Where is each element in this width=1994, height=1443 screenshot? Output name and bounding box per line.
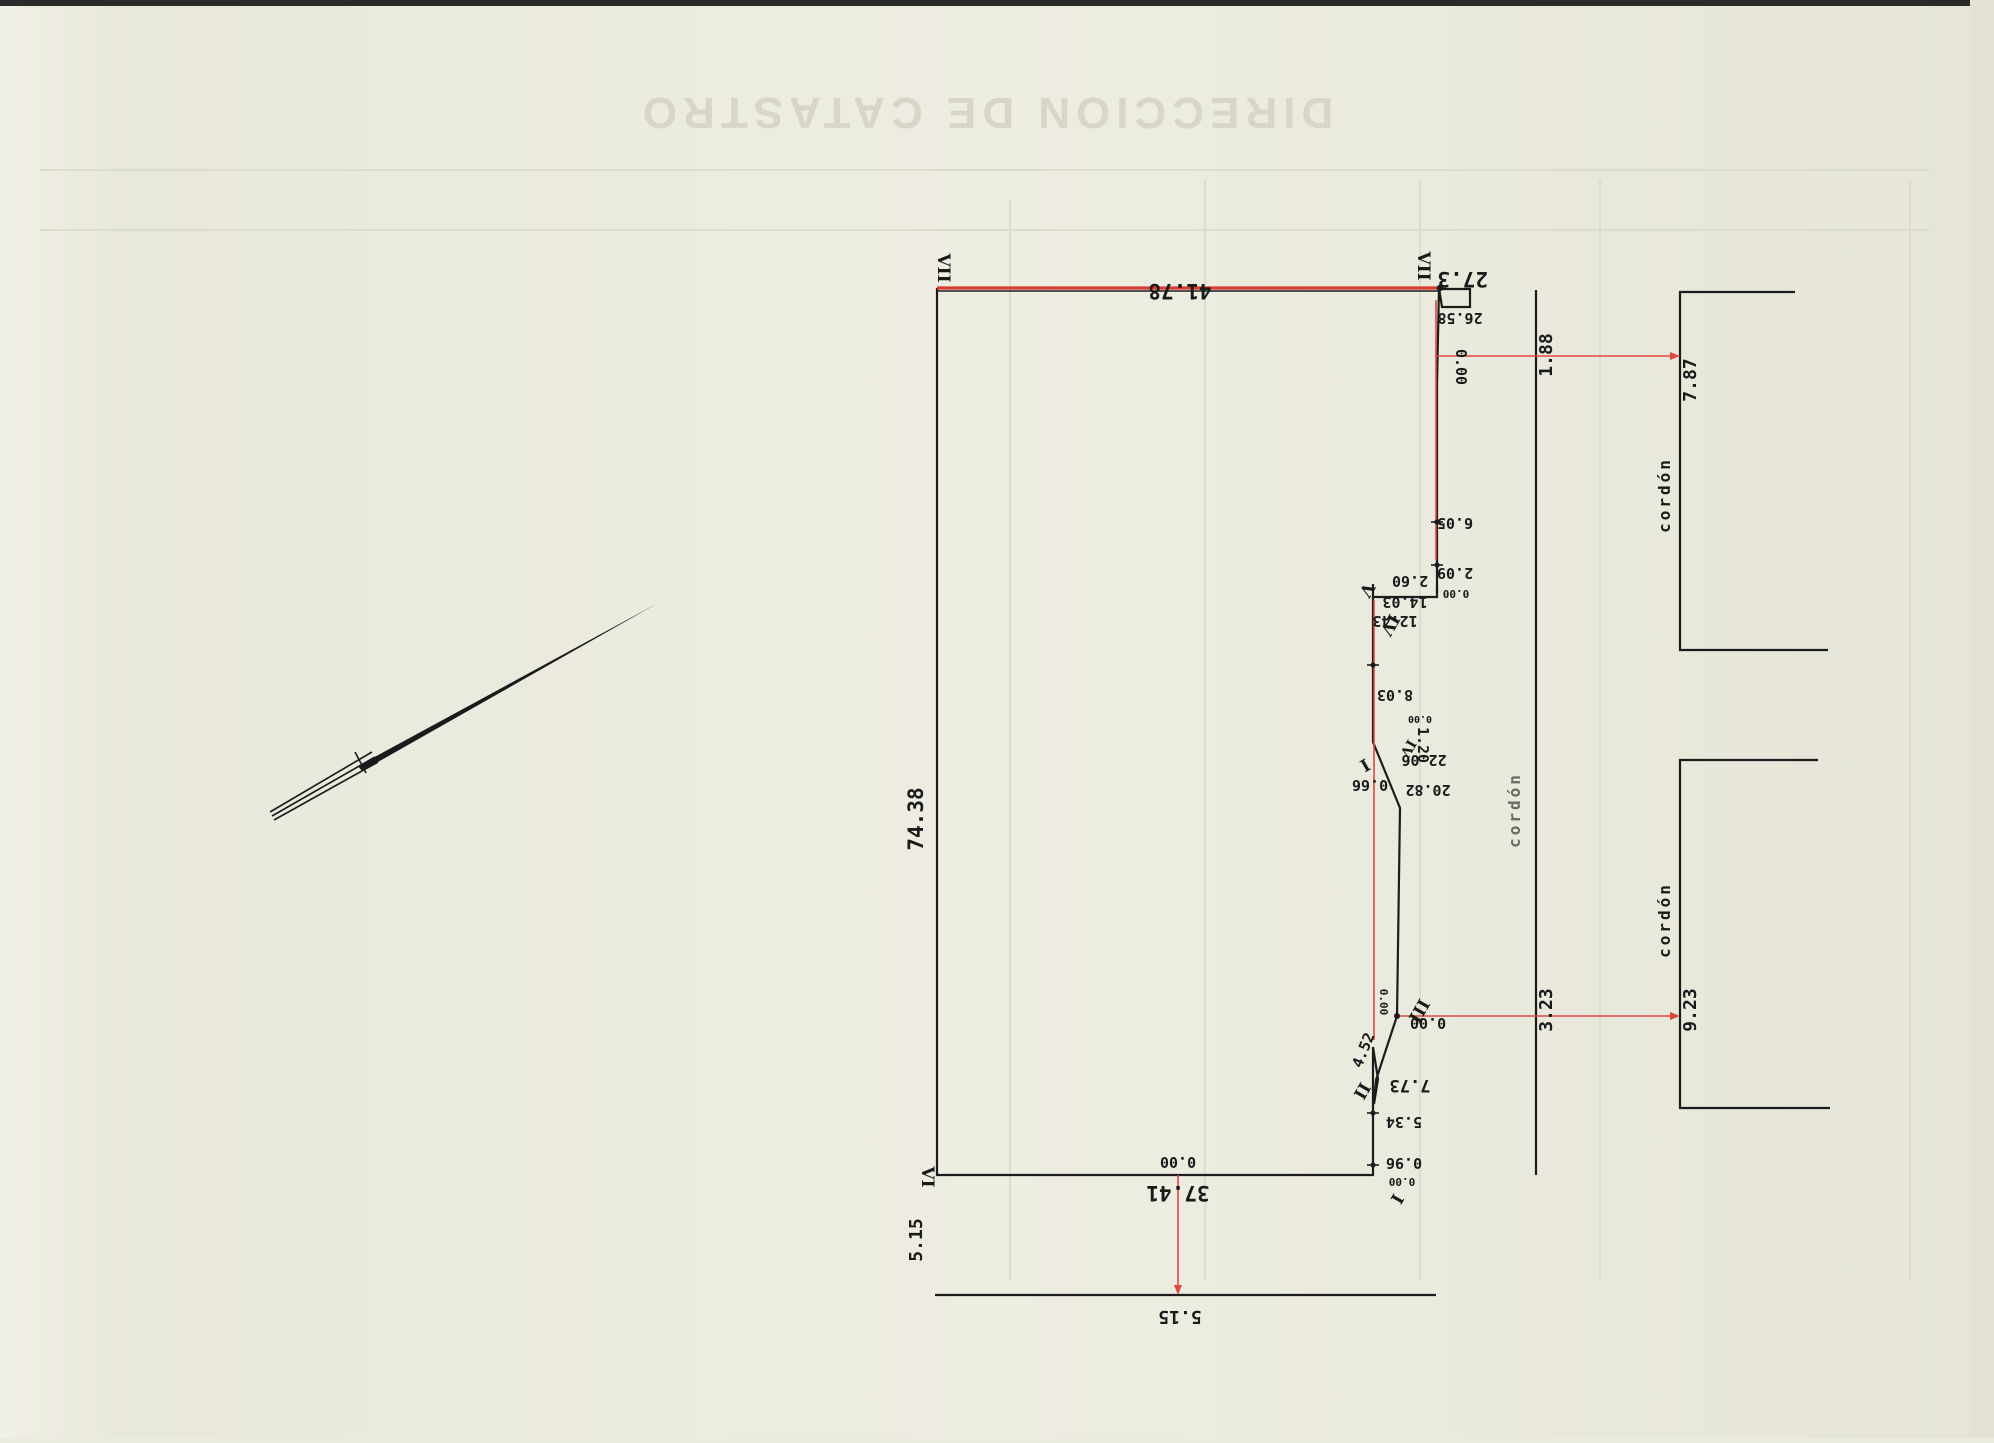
right-edge xyxy=(1970,0,1994,1438)
seg-120-label: 1.20 xyxy=(1414,727,1432,763)
seg-066-label: 0.66 xyxy=(1352,776,1388,794)
ticks xyxy=(1367,284,1444,1168)
seg-260-label: 2.60 xyxy=(1392,572,1428,590)
seg-1243-label: 12.43 xyxy=(1372,612,1417,630)
below-vii-label-2: 0.00 xyxy=(1452,349,1470,385)
seg-605-label: 6.05 xyxy=(1437,514,1473,532)
vertex-vii-top-left: VII xyxy=(933,252,953,282)
vertex-vii-top-right: VII xyxy=(1413,250,1433,280)
v-zero-label: 0.00 xyxy=(1443,587,1470,600)
seg-803-label: 8.03 xyxy=(1377,686,1413,704)
street-mid-far-label: 9.23 xyxy=(1680,988,1701,1031)
seg-773-label: 7.73 xyxy=(1390,1075,1431,1095)
bottom-offset-label: 5.15 xyxy=(1158,1306,1201,1327)
street-top-label: 1.88 xyxy=(1536,333,1557,376)
measurement-labels: 41.78 74.38 27.3 26.58 0.00 6.05 2.09 2.… xyxy=(904,267,1701,1327)
seg-2206-label: 22.06 xyxy=(1401,751,1446,769)
bottom-zero-label: 0.00 xyxy=(1160,1153,1196,1171)
seg-2082-label: 20.82 xyxy=(1405,781,1450,799)
iv-zero-label: 0.00 xyxy=(1408,713,1432,724)
i-zero-label: 0.00 xyxy=(1389,1175,1416,1188)
corner-vii-label: 27.3 xyxy=(1437,267,1488,291)
street-top-far-label: 7.87 xyxy=(1680,358,1701,401)
seg-096-label: 0.96 xyxy=(1386,1154,1422,1172)
north-arrow xyxy=(269,603,658,821)
reference-rays xyxy=(1174,300,1680,1295)
iii-zero-top-label: 0.00 xyxy=(1377,989,1390,1016)
parcel-boundary xyxy=(935,287,1472,1177)
faint-form-lines xyxy=(40,169,1930,1280)
seg-209-label: 2.09 xyxy=(1437,564,1473,582)
top-width-label: 41.78 xyxy=(1148,279,1211,303)
cordon-label-1: cordón xyxy=(1655,457,1674,533)
street-mid-label: 3.23 xyxy=(1536,988,1557,1031)
top-edge xyxy=(0,0,1994,6)
vertex-vi-bottom: VI xyxy=(917,1165,937,1187)
bottom-width-label: 37.41 xyxy=(1146,1181,1209,1205)
left-depth-label: 74.38 xyxy=(904,787,928,850)
seg-534-label: 5.34 xyxy=(1386,1113,1422,1131)
iii-zero-label: 0.00 xyxy=(1410,1014,1446,1032)
faint-title: DIRECCION DE CATASTRO xyxy=(637,88,1333,137)
street-lines xyxy=(935,290,1830,1297)
below-vii-label-1: 26.58 xyxy=(1437,309,1482,327)
cordon-label-2: cordón xyxy=(1505,772,1524,848)
cordon-label-3: cordón xyxy=(1655,882,1674,958)
seg-1403-label: 14.03 xyxy=(1382,593,1427,611)
left-offset-label: 5.15 xyxy=(906,1218,927,1261)
